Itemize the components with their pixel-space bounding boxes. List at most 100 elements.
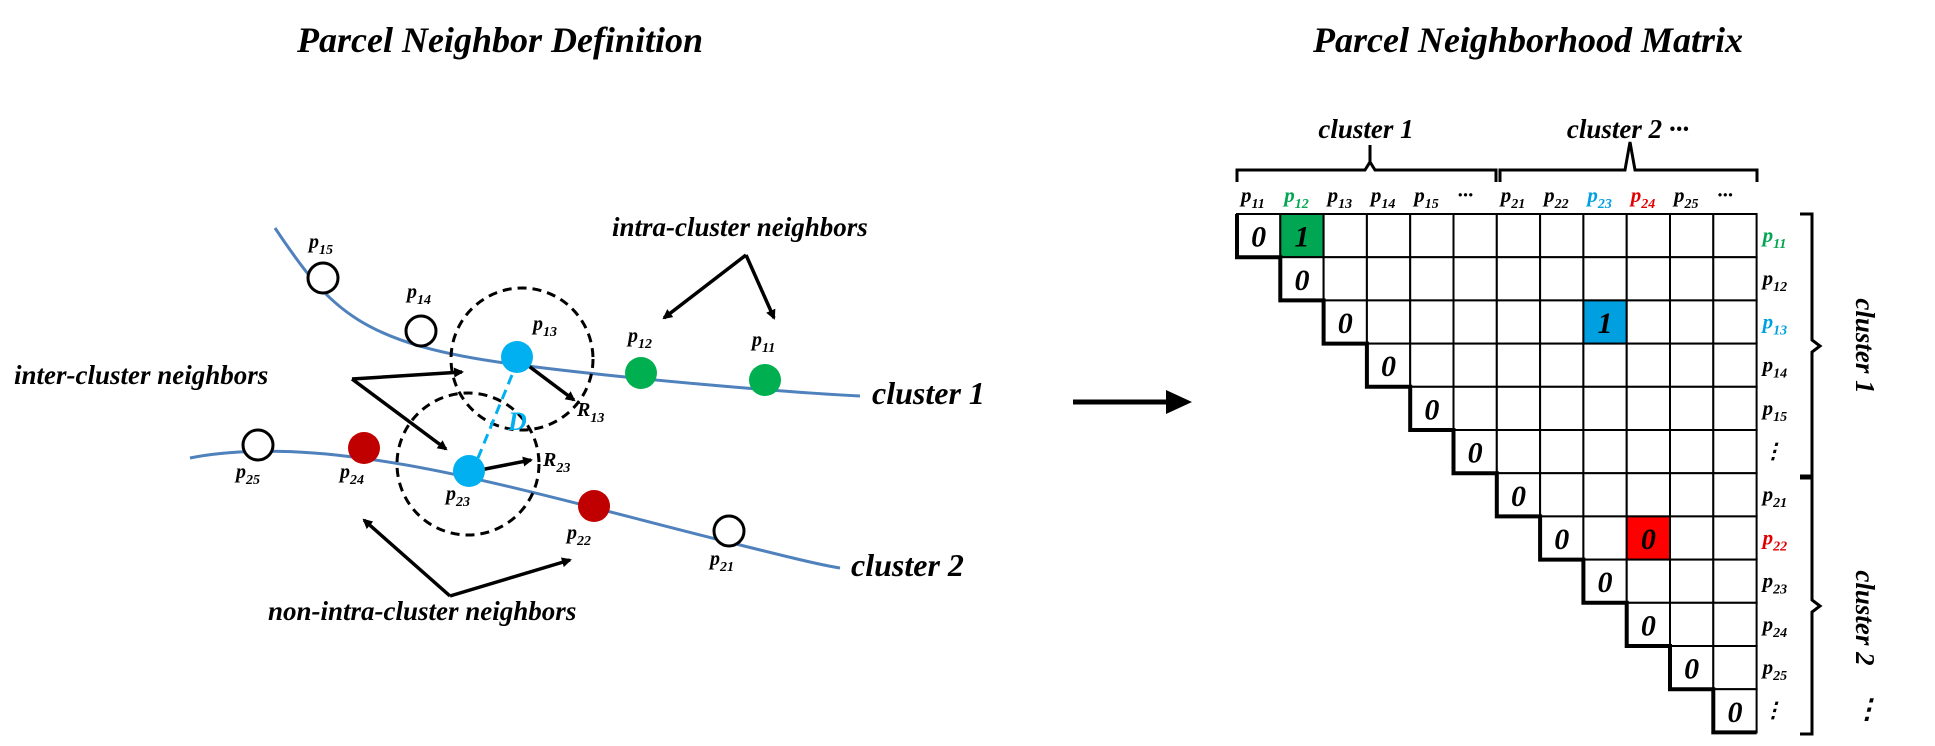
matrix-cell-r4-c7 xyxy=(1539,385,1585,431)
matrix-cell-r0-c7 xyxy=(1539,213,1585,259)
col-group-cluster2: cluster 2 ··· xyxy=(1567,114,1689,144)
row-header-8: p23 xyxy=(1761,569,1788,598)
main-arrow-head xyxy=(1166,390,1192,414)
diagonal-value: 0 xyxy=(1338,307,1353,340)
matrix-staircase-edge xyxy=(1235,214,1757,735)
col-header-5: ··· xyxy=(1458,183,1474,207)
matrix-cell-r4-c8 xyxy=(1582,385,1628,431)
row-header-4: p15 xyxy=(1761,396,1788,425)
matrix-cell-r2-c11 xyxy=(1712,299,1758,345)
matrix-cell-r2-c5 xyxy=(1452,299,1498,345)
brace-right-cluster1 xyxy=(1800,212,1823,478)
highlight-value: 0 xyxy=(1641,523,1656,556)
matrix-cell-r6-c11 xyxy=(1712,472,1758,518)
diagonal-value: 0 xyxy=(1554,523,1569,556)
label-p23: p23 xyxy=(444,483,470,510)
matrix-cell-r7-c8 xyxy=(1582,515,1628,561)
matrix-cell-r5-c6 xyxy=(1495,429,1542,475)
matrix-cell-r8-c10 xyxy=(1669,558,1715,604)
annotation-intra: intra-cluster neighbors xyxy=(612,212,868,242)
label-r13: R13 xyxy=(576,399,604,426)
arrow-non-intra-p22 xyxy=(449,557,572,598)
matrix-cell-r2-c7 xyxy=(1539,299,1585,345)
matrix-cell-r1-c3 xyxy=(1365,256,1412,302)
matrix-cell-r5-c8 xyxy=(1582,429,1628,475)
arrow-non-intra-p24 xyxy=(362,518,452,598)
brace-top-cluster1 xyxy=(1235,159,1498,182)
matrix-cell-r0-c8 xyxy=(1582,213,1628,259)
annotation-non-intra: non-intra-cluster neighbors xyxy=(268,596,576,626)
diagonal-value: 0 xyxy=(1251,221,1266,254)
col-group-cluster1: cluster 1 xyxy=(1318,114,1413,144)
point-p24 xyxy=(348,432,380,464)
neighborhood-circle-p13 xyxy=(449,286,595,432)
matrix-cell-r3-c10 xyxy=(1669,342,1715,388)
matrix-cell-r2-c4 xyxy=(1409,299,1455,345)
row-header-9: p24 xyxy=(1761,612,1788,641)
matrix-cell-r1-c7 xyxy=(1539,256,1585,302)
matrix-cell-r0-c5 xyxy=(1452,213,1498,259)
matrix-cell-r3-c5 xyxy=(1452,342,1498,388)
matrix-cell-r3-c11 xyxy=(1712,342,1758,388)
row-group-cluster1: cluster 1 xyxy=(1850,298,1880,393)
matrix-cell-r4-c11 xyxy=(1712,385,1758,431)
col-header-11: ··· xyxy=(1717,183,1733,207)
matrix-cell-r0-c9 xyxy=(1625,213,1671,259)
matrix-cell-r8-c11 xyxy=(1712,558,1758,604)
matrix-cell-r7-c10 xyxy=(1669,515,1715,561)
highlight-value: 1 xyxy=(1598,307,1613,340)
label-p24: p24 xyxy=(338,461,364,488)
matrix-cell-r4-c10 xyxy=(1669,385,1715,431)
point-p13 xyxy=(501,341,533,373)
matrix-cell-r3-c8 xyxy=(1582,342,1628,388)
label-p12: p12 xyxy=(626,325,652,352)
label-p21: p21 xyxy=(708,548,734,575)
matrix-cell-r1-c5 xyxy=(1452,256,1498,302)
annotation-inter: inter-cluster neighbors xyxy=(14,360,268,390)
point-p12 xyxy=(625,357,657,389)
label-p15: p15 xyxy=(307,231,333,258)
highlight-value: 1 xyxy=(1294,221,1309,254)
neighborhood-circle-p23 xyxy=(395,391,541,537)
matrix-cell-r10-c10 xyxy=(1669,645,1715,691)
matrix-cell-r2-c3 xyxy=(1365,299,1412,345)
cluster-2-label: cluster 2 xyxy=(851,547,964,583)
matrix-cell-r4-c6 xyxy=(1495,385,1542,431)
point-p15 xyxy=(306,261,340,295)
matrix-cell-r0-c3 xyxy=(1365,213,1412,259)
matrix-cell-r3-c3 xyxy=(1365,342,1412,388)
row-header-7: p22 xyxy=(1761,525,1788,554)
matrix-cell-r1-c9 xyxy=(1625,256,1671,302)
matrix-cell-r2-c10 xyxy=(1669,299,1715,345)
row-header-1: p12 xyxy=(1761,266,1788,295)
matrix-cell-r1-c2 xyxy=(1322,256,1368,302)
label-p25: p25 xyxy=(234,461,260,488)
diagonal-value: 0 xyxy=(1511,480,1526,513)
matrix-cell-r6-c10 xyxy=(1669,472,1715,518)
label-p11: p11 xyxy=(750,329,775,356)
matrix-cell-r6-c8 xyxy=(1582,472,1628,518)
point-p21 xyxy=(712,514,746,548)
col-header-1: p12 xyxy=(1282,183,1309,212)
row-group-cluster2: cluster 2 xyxy=(1850,570,1880,665)
cluster-2-curve xyxy=(189,449,841,570)
cluster-1-label: cluster 1 xyxy=(872,375,985,411)
matrix-cell-r7-c11 xyxy=(1712,515,1758,561)
row-header-3: p14 xyxy=(1761,353,1788,382)
diagonal-value: 0 xyxy=(1684,653,1699,686)
matrix-cell-r1-c10 xyxy=(1669,256,1715,302)
col-header-10: p25 xyxy=(1672,183,1699,212)
matrix-cell-r10-c11 xyxy=(1712,645,1758,691)
matrix-cell-r9-c10 xyxy=(1669,601,1715,647)
diagonal-value: 0 xyxy=(1468,437,1483,470)
arrow-intra-p12 xyxy=(662,253,748,320)
matrix-cell-r5-c5 xyxy=(1452,429,1498,475)
point-p23 xyxy=(453,455,485,487)
col-header-9: p24 xyxy=(1629,183,1656,212)
col-header-7: p22 xyxy=(1542,183,1569,212)
arrow-intra-p11 xyxy=(744,254,776,320)
row-header-11: ⋮ xyxy=(1763,698,1784,722)
row-header-0: p11 xyxy=(1761,223,1787,252)
matrix-cell-r2-c9 xyxy=(1625,299,1671,345)
